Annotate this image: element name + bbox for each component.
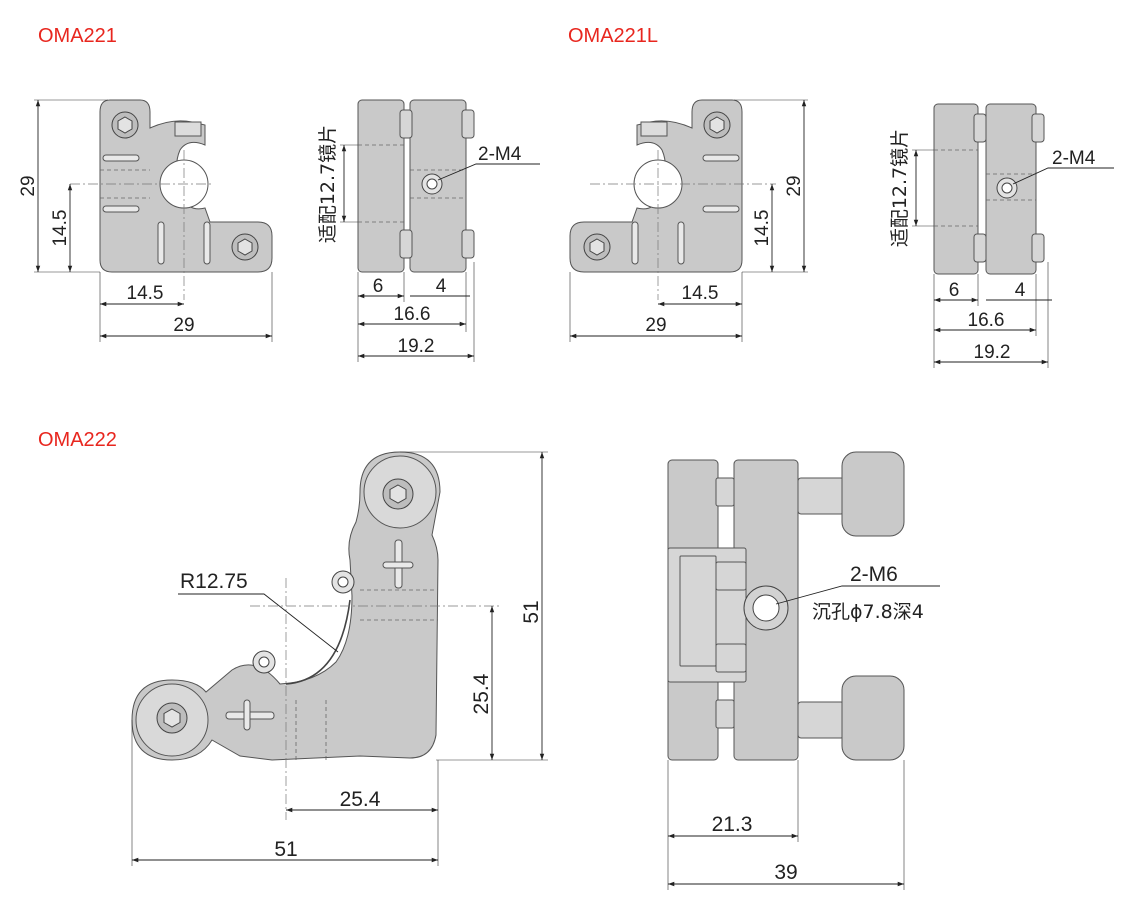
- oma222-dim-39: 39: [774, 861, 797, 884]
- oma221-width-label: 29: [173, 315, 194, 336]
- oma221-title: OMA221: [38, 25, 117, 47]
- oma221l-front-view: [569, 99, 776, 300]
- oma221l-mirror-note: 适配12.7镜片: [889, 129, 911, 247]
- oma221-front-view: [70, 99, 273, 300]
- oma222-radius-label: R12.75: [180, 570, 248, 593]
- oma221l-dim-4: 4: [1015, 280, 1026, 301]
- oma221l-dim-19-2: 19.2: [974, 342, 1011, 363]
- oma222-front-view: [131, 451, 500, 820]
- oma221l-front-dimensions: [569, 99, 808, 342]
- oma222-height-label: 51: [520, 600, 543, 623]
- oma221-mirror-note: 适配12.7镜片: [317, 125, 339, 243]
- oma221-side-view: [357, 99, 475, 273]
- oma221-dim-16-6: 16.6: [394, 304, 431, 325]
- oma221-side-dimensions: [340, 144, 540, 362]
- oma222-side-view: [667, 451, 905, 761]
- oma222-center-width-label: 25.4: [340, 788, 381, 811]
- oma221-dim-19-2: 19.2: [398, 336, 435, 357]
- oma222-title: OMA222: [38, 429, 117, 451]
- oma221l-dim-6: 6: [949, 280, 960, 301]
- oma221-center-width-label: 14.5: [127, 283, 164, 304]
- oma222-front-dimensions: [131, 451, 548, 866]
- oma222-width-label: 51: [274, 838, 297, 861]
- oma221l-center-height-label: 14.5: [752, 210, 773, 247]
- oma221-dim-4: 4: [436, 276, 447, 297]
- oma221l-thread-label: 2-M4: [1052, 148, 1096, 169]
- oma221l-dim-16-6: 16.6: [968, 310, 1005, 331]
- oma221-thread-label: 2-M4: [478, 144, 522, 165]
- oma221-center-height-label: 14.5: [50, 210, 71, 247]
- oma222-side-dimensions: [667, 585, 940, 890]
- oma221-front-dimensions: [34, 99, 273, 342]
- oma221-dim-6: 6: [373, 276, 384, 297]
- oma222-center-height-label: 25.4: [470, 673, 493, 714]
- oma221l-height-label: 29: [784, 175, 805, 196]
- oma222-dim-21-3: 21.3: [712, 813, 753, 836]
- oma221l-width-label: 29: [645, 315, 666, 336]
- oma221l-side-dimensions: [912, 149, 1114, 368]
- oma222-thread-label: 2-M6: [850, 563, 898, 586]
- oma222-counterbore-label: 沉孔ϕ7.8深4: [812, 601, 924, 623]
- oma221-height-label: 29: [18, 175, 39, 196]
- oma221l-side-view: [933, 103, 1045, 275]
- oma221l-center-width-label: 14.5: [682, 283, 719, 304]
- oma221l-title: OMA221L: [568, 25, 658, 47]
